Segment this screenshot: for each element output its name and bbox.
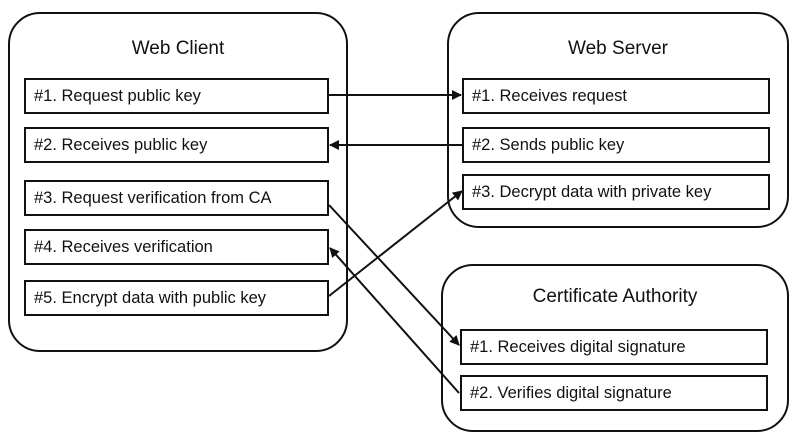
server-step-1: #1. Receives request [462,78,770,114]
server-step-3: #3. Decrypt data with private key [462,174,770,210]
arrow-verification-to-client [329,247,460,394]
client-step-2: #2. Receives public key [24,127,329,163]
client-step-5: #5. Encrypt data with public key [24,280,329,316]
ca-step-1: #1. Receives digital signature [460,329,768,365]
certificate-authority-title: Certificate Authority [532,286,698,307]
server-step-2: #2. Sends public key [462,127,770,163]
arrow-encrypted-data-to-server [328,190,463,297]
web-client-title: Web Client [131,38,225,59]
ca-step-2: #2. Verifies digital signature [460,375,768,411]
web-server-title: Web Server [568,38,668,59]
client-step-1: #1. Request public key [24,78,329,114]
client-step-3: #3. Request verification from CA [24,180,329,216]
arrow-verification-request-to-ca [328,204,460,346]
client-step-4: #4. Receives verification [24,229,329,265]
